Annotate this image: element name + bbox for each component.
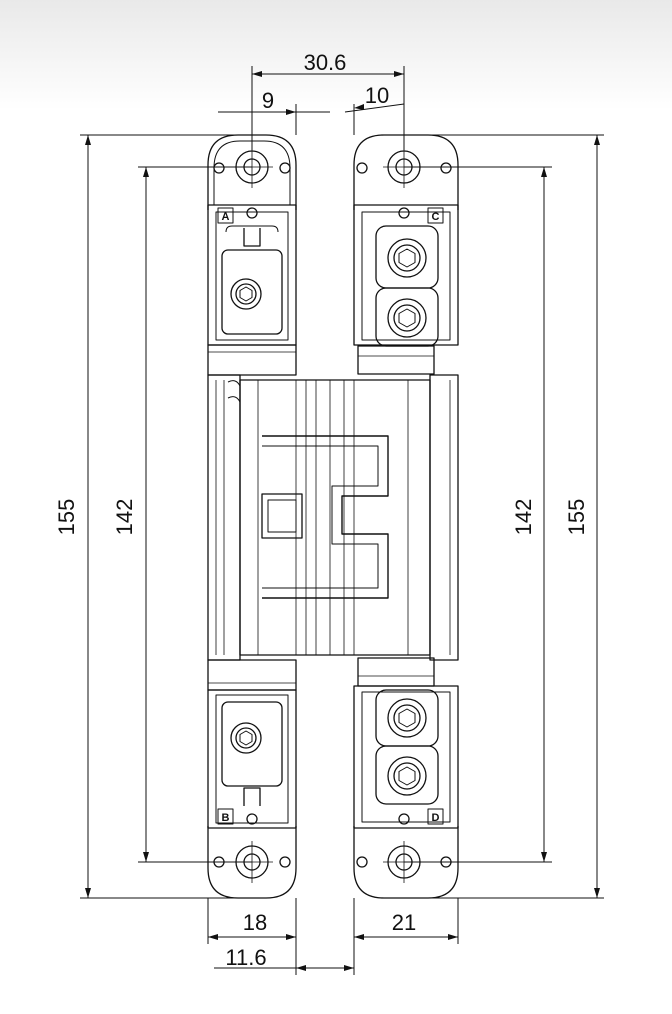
right-hinge-leaf xyxy=(353,134,459,899)
dim-bottom-offset: 11.6 xyxy=(225,945,266,970)
hinge-center-knuckle xyxy=(239,379,431,656)
dimension-lines xyxy=(80,66,604,975)
dim-top-left-offset: 9 xyxy=(262,88,274,113)
dim-right-overall-height: 155 xyxy=(564,499,589,536)
dim-left-overall-height: 155 xyxy=(54,499,79,536)
dim-bottom-right-width: 21 xyxy=(392,910,416,935)
part-label-d: D xyxy=(432,812,440,824)
part-label-c: C xyxy=(432,211,440,223)
dim-bottom-left-width: 18 xyxy=(243,910,267,935)
top-fade xyxy=(0,0,672,110)
dim-right-hole-spacing: 142 xyxy=(511,499,536,536)
part-label-a: A xyxy=(222,211,230,223)
left-hinge-leaf xyxy=(207,134,297,899)
dim-top-overall: 30.6 xyxy=(304,50,347,75)
dim-left-hole-spacing: 142 xyxy=(112,499,137,536)
part-label-b: B xyxy=(222,812,230,824)
dimension-arrows xyxy=(85,71,600,971)
dim-top-right-offset: 10 xyxy=(365,83,389,108)
